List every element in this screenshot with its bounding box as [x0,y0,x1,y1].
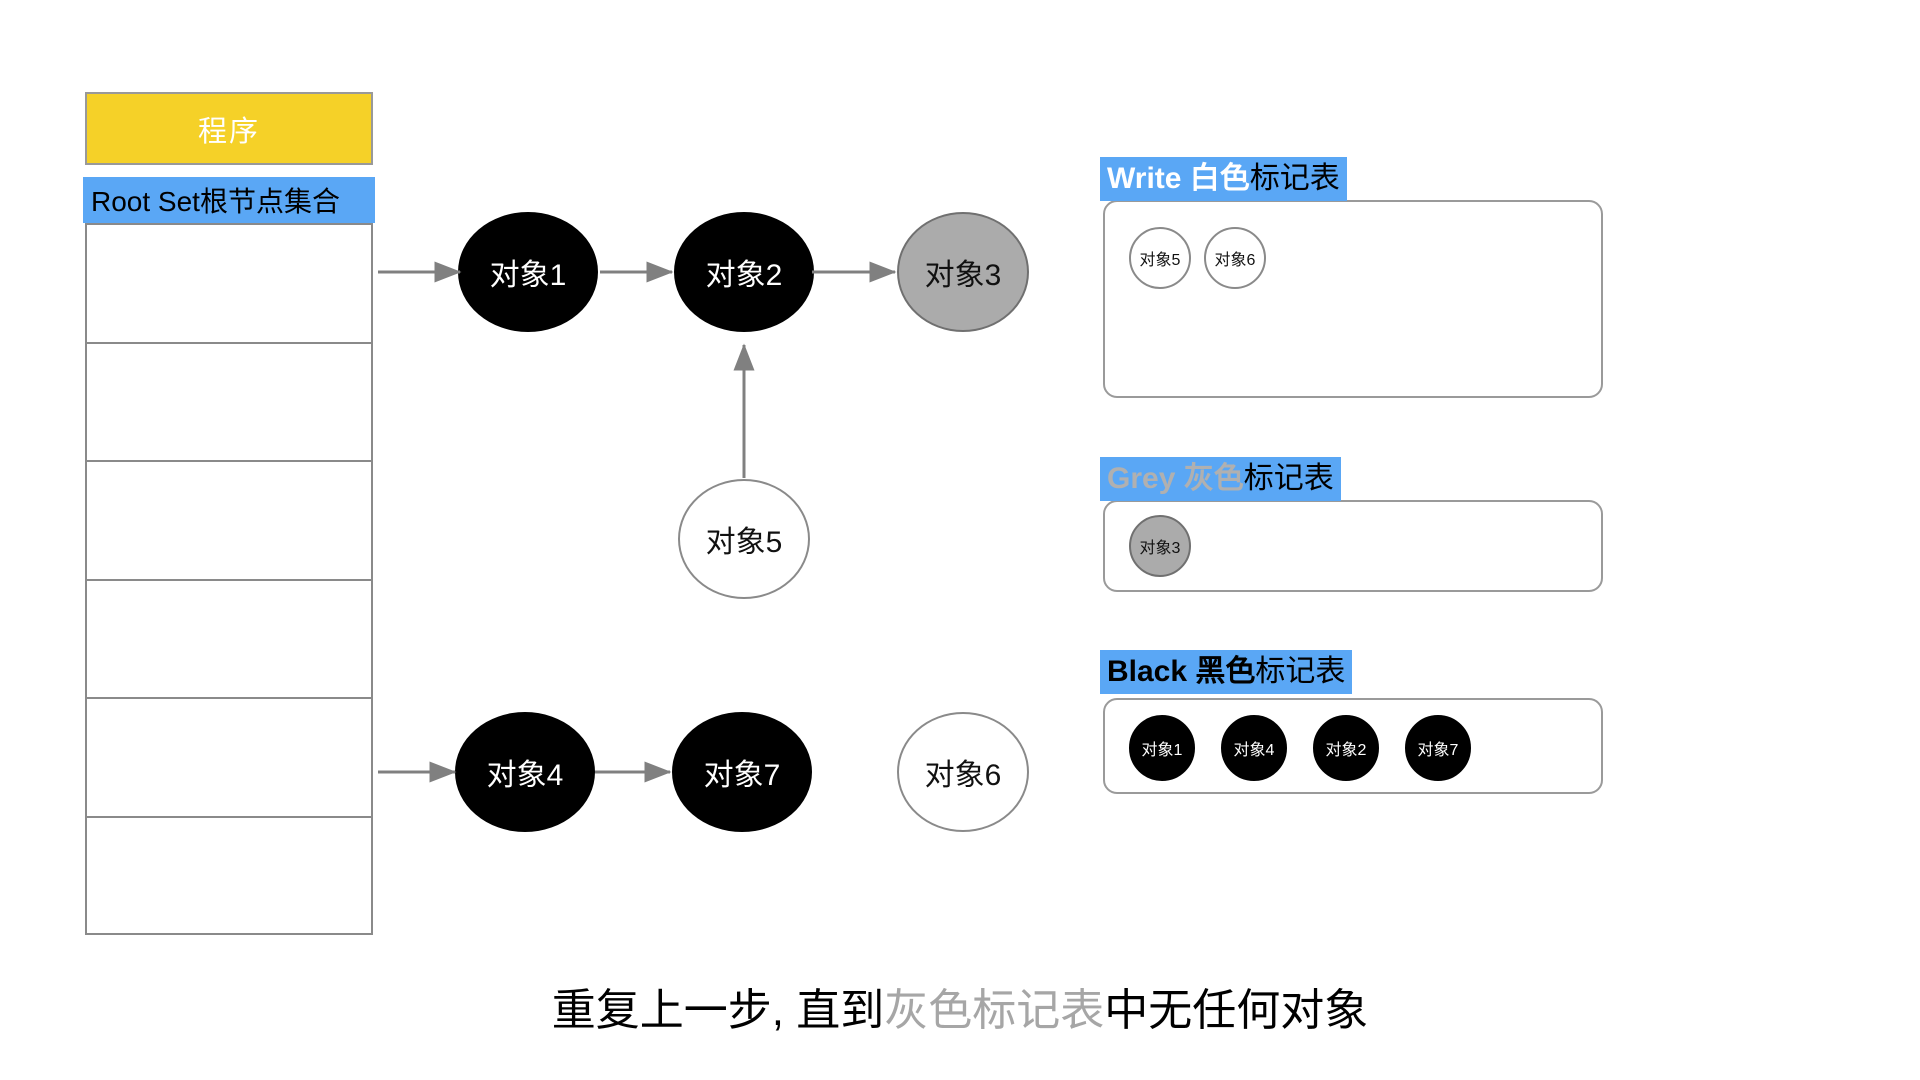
stack-row [87,818,371,937]
white-table-title-rest: 标记表 [1249,162,1340,195]
black-table-title-rest: 标记表 [1255,655,1346,688]
chip-label: 对象6 [1214,252,1256,269]
graph-node-obj1[interactable]: 对象1 [458,212,598,332]
caption-part1: 重复上一步, 直到 [551,986,885,1035]
chip-label: 对象3 [1139,540,1181,557]
stack-row [87,699,371,818]
graph-node-label: 对象1 [489,259,567,292]
graph-node-obj5[interactable]: 对象5 [678,479,810,599]
black-mark-table-title: Black 黑色标记表 [1100,650,1353,694]
white-table-title-colorword: 白色 [1181,162,1250,195]
grey-table-title-colorword: 灰色 [1175,462,1244,495]
white-table-title-en: Write [1107,162,1182,195]
root-set-band: Root Set根节点集合 [83,177,375,223]
graph-node-obj4[interactable]: 对象4 [455,712,595,832]
grey-table-title-en: Grey [1107,462,1176,495]
stack-row [87,344,371,462]
black-table-title-en: Black [1107,655,1188,688]
graph-node-obj7[interactable]: 对象7 [672,712,812,832]
graph-node-label: 对象2 [705,259,783,292]
program-box: 程序 [85,92,373,165]
chip-label: 对象4 [1233,742,1275,759]
chip-label: 对象5 [1139,252,1181,269]
stack-row [87,581,371,699]
white-mark-table-body: 对象5 对象6 [1103,200,1603,398]
graph-node-label: 对象4 [486,759,564,792]
graph-node-obj2[interactable]: 对象2 [674,212,814,332]
grey-table-chip-obj3[interactable]: 对象3 [1129,515,1191,577]
black-table-chip-obj4[interactable]: 对象4 [1221,715,1287,781]
grey-table-title-rest: 标记表 [1243,462,1334,495]
white-mark-table-title: Write 白色标记表 [1100,157,1347,201]
stack-row [87,462,371,581]
graph-node-label: 对象3 [924,259,1002,292]
caption: 重复上一步, 直到灰色标记表中无任何对象 [0,974,1920,1038]
white-table-chip-obj5[interactable]: 对象5 [1129,227,1191,289]
chip-label: 对象1 [1141,742,1183,759]
black-table-chip-obj1[interactable]: 对象1 [1129,715,1195,781]
stack-table [85,223,373,935]
grey-mark-table-body: 对象3 [1103,500,1603,592]
black-table-title-colorword: 黑色 [1187,655,1256,688]
caption-highlight: 灰色标记表 [884,986,1105,1035]
graph-node-obj6[interactable]: 对象6 [897,712,1029,832]
black-mark-table-body: 对象1 对象4 对象2 对象7 [1103,698,1603,794]
white-table-chip-obj6[interactable]: 对象6 [1204,227,1266,289]
root-set-label: Root Set根节点集合 [91,186,340,217]
chip-label: 对象7 [1417,742,1459,759]
stack-row [87,225,371,344]
graph-node-label: 对象7 [703,759,781,792]
black-table-chip-obj7[interactable]: 对象7 [1405,715,1471,781]
graph-node-label: 对象6 [924,759,1002,792]
program-label: 程序 [197,115,260,148]
chip-label: 对象2 [1325,742,1367,759]
caption-part2: 中无任何对象 [1104,986,1369,1035]
graph-node-obj3[interactable]: 对象3 [897,212,1029,332]
graph-node-label: 对象5 [705,526,783,559]
black-table-chip-obj2[interactable]: 对象2 [1313,715,1379,781]
grey-mark-table-title: Grey 灰色标记表 [1100,457,1341,501]
